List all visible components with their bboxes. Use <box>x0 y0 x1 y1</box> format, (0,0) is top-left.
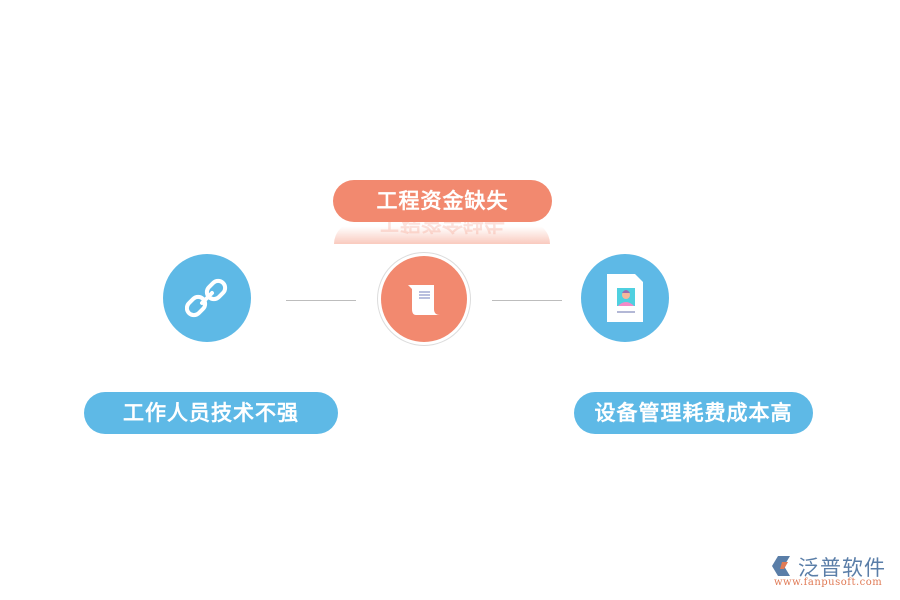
brand-logo: 泛普软件 www.fanpusoft.com <box>770 552 895 592</box>
profile-card-icon <box>607 274 643 322</box>
chain-link-icon <box>185 278 228 318</box>
logo-url: www.fanpusoft.com <box>774 577 883 588</box>
right-circle <box>581 254 669 342</box>
logo-name: 泛普软件 <box>798 556 886 580</box>
left-label-pill: 工作人员技术不强 <box>84 392 338 434</box>
scroll-document-icon <box>408 285 440 315</box>
fanpu-logo-icon <box>772 556 790 576</box>
center-circle <box>381 256 467 342</box>
connector-line-left <box>286 300 356 301</box>
right-label-pill: 设备管理耗费成本高 <box>574 392 813 434</box>
left-label-text: 工作人员技术不强 <box>123 401 299 425</box>
top-label-pill: 工程资金缺失 <box>333 180 552 222</box>
top-label-text: 工程资金缺失 <box>376 189 509 213</box>
left-circle <box>163 254 251 342</box>
top-label-reflection: 工程资金缺失 <box>334 222 550 244</box>
right-label-text: 设备管理耗费成本高 <box>594 401 793 425</box>
connector-line-right <box>492 300 562 301</box>
